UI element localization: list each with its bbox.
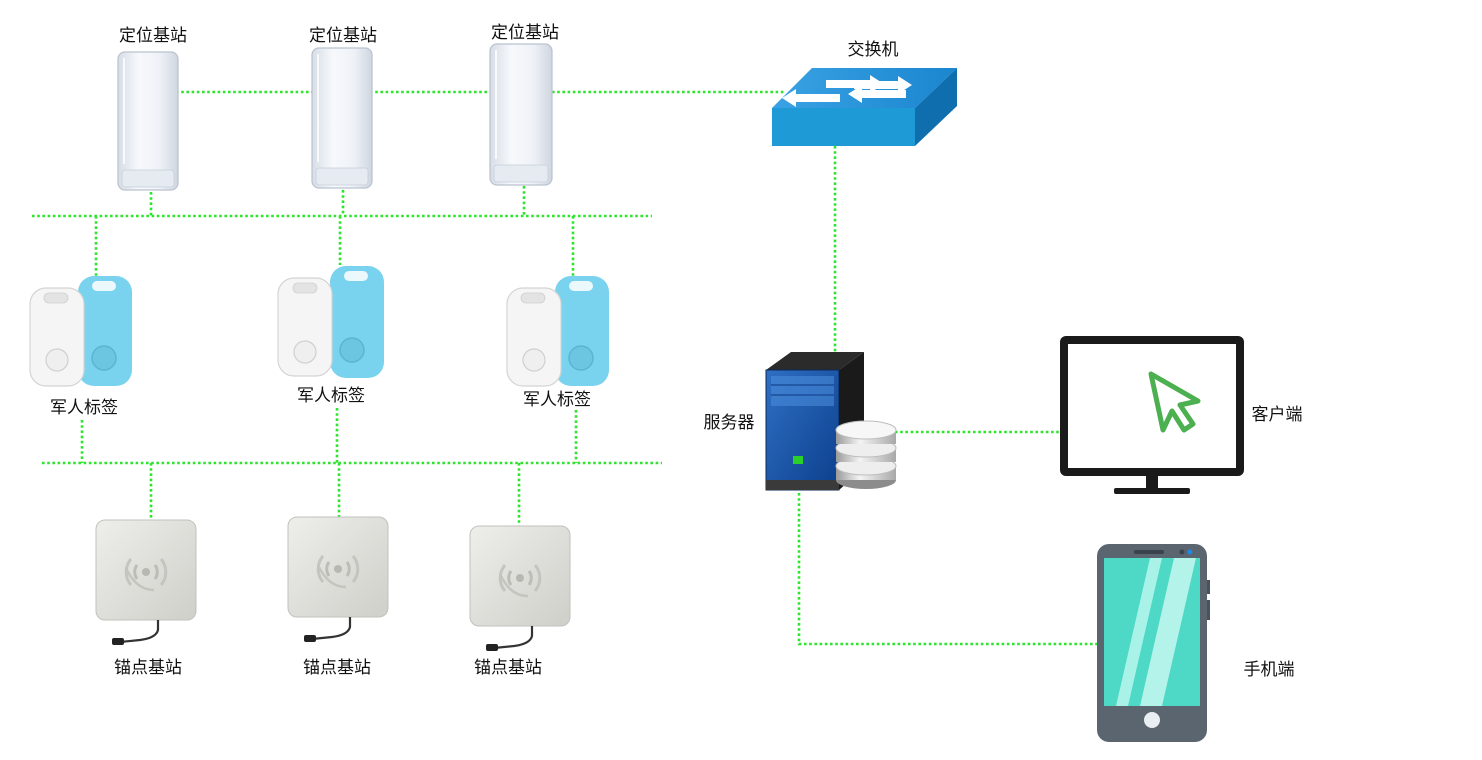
- smartphone-icon: [1097, 544, 1210, 742]
- cursor-icon: [1148, 371, 1201, 433]
- anchor-station-device: [95, 519, 197, 645]
- anchor-station-2: 锚点基站: [287, 516, 389, 678]
- client-node: 客户端: [1060, 336, 1303, 494]
- database-icon: [835, 420, 897, 489]
- switch-icon: [772, 68, 957, 146]
- positioning-station-label: 定位基站: [491, 23, 559, 43]
- soldier-tag-1: 军人标签: [29, 276, 132, 418]
- anchor-station-1: 锚点基站: [95, 519, 197, 678]
- soldier-tag-2: 军人标签: [277, 266, 384, 406]
- anchor-station-label: 锚点基站: [303, 658, 371, 678]
- positioning-station-2: 定位基站: [309, 26, 377, 189]
- positioning-station-1: 定位基站: [117, 26, 187, 191]
- soldier-tag-label: 军人标签: [50, 398, 118, 418]
- soldier-tag-label: 军人标签: [297, 386, 365, 406]
- anchor-station-device: [469, 525, 571, 651]
- positioning-station-device: [311, 47, 373, 189]
- server-node: 服务器: [704, 352, 897, 491]
- soldier-tag-device: [29, 276, 132, 387]
- mobile-node: 手机端: [1097, 544, 1295, 742]
- monitor-icon: [1060, 336, 1244, 494]
- anchor-station-device: [287, 516, 389, 642]
- positioning-station-device: [489, 43, 553, 186]
- switch-node: 交换机: [772, 40, 957, 146]
- positioning-station-label: 定位基站: [309, 26, 377, 46]
- link-server-mobile: [797, 493, 1098, 646]
- switch-label: 交换机: [848, 40, 899, 60]
- positioning-station-device: [117, 51, 179, 191]
- anchor-station-label: 锚点基站: [474, 658, 542, 678]
- soldier-tag-label: 军人标签: [523, 390, 591, 410]
- positioning-station-3: 定位基站: [489, 23, 559, 186]
- anchor-station-3: 锚点基站: [469, 525, 571, 678]
- soldier-tag-device: [506, 276, 609, 387]
- anchor-station-label: 锚点基站: [114, 658, 182, 678]
- client-label: 客户端: [1252, 405, 1303, 425]
- connections: [32, 90, 1098, 646]
- server-label: 服务器: [704, 413, 755, 433]
- mobile-label: 手机端: [1244, 660, 1295, 680]
- soldier-tag-3: 军人标签: [506, 276, 609, 410]
- positioning-station-label: 定位基站: [119, 26, 187, 46]
- soldier-tag-device: [277, 266, 384, 378]
